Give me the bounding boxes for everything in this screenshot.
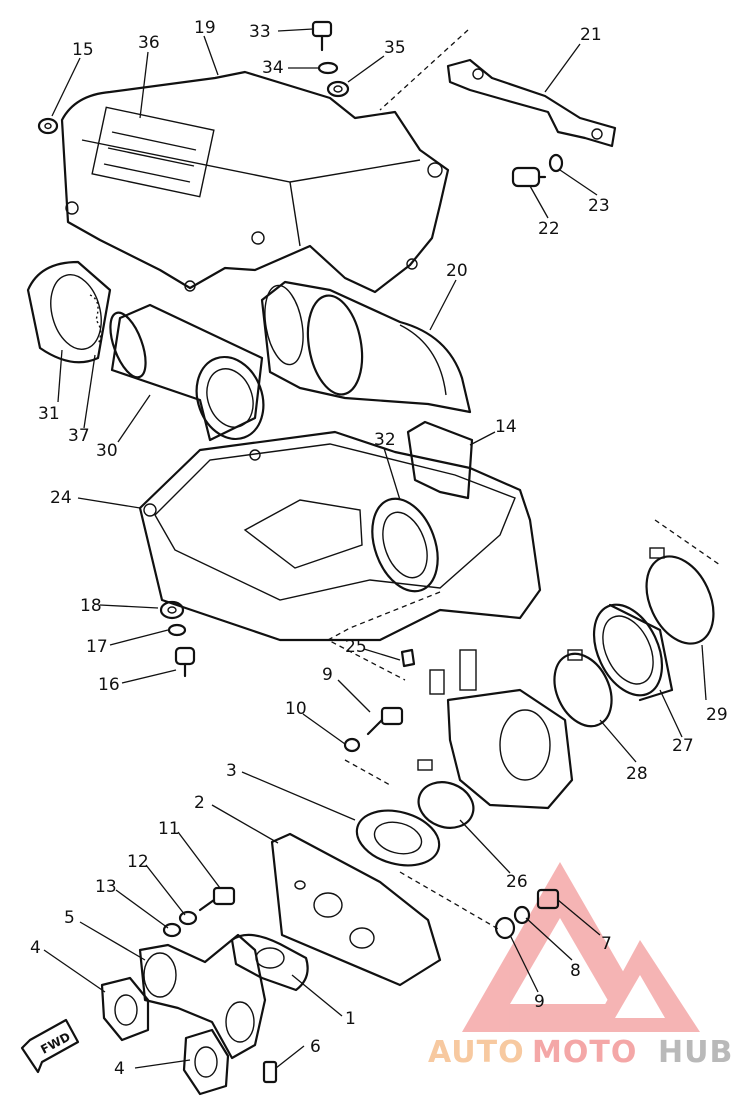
callout-12: 11 <box>158 819 180 839</box>
watermark-triangle-right-inner <box>615 975 665 1018</box>
carburetor <box>429 649 574 810</box>
air-cleaner-cover <box>60 70 450 294</box>
callout-22: 21 <box>580 25 602 45</box>
joint-clamp-band <box>553 547 715 728</box>
joint-screw <box>343 706 404 753</box>
callout-26: 25 <box>345 637 367 657</box>
cover-bracket <box>446 58 617 148</box>
callout-7: 7 <box>601 934 612 954</box>
callout-31: 30 <box>96 441 118 461</box>
callout-4-lower: 4 <box>114 1059 125 1079</box>
callout-29: 28 <box>626 764 648 784</box>
carb-clamp <box>417 759 475 829</box>
callout-16: 15 <box>72 40 94 60</box>
callout-27: 26 <box>506 872 528 892</box>
callout-36: 35 <box>384 38 406 58</box>
callout-25: 24 <box>50 488 72 508</box>
air-cleaner-case <box>138 430 542 642</box>
case-panel <box>406 420 474 500</box>
air-intake-duct <box>260 280 472 414</box>
watermark-word-auto: AUTO <box>428 1035 525 1070</box>
callout-17: 16 <box>98 675 120 695</box>
callout-20: 19 <box>194 18 216 38</box>
cover-bolt-set <box>311 20 350 98</box>
filter-guide <box>26 260 112 364</box>
manifold-gasket <box>230 933 309 992</box>
callout-13: 12 <box>127 852 149 872</box>
callout-2: 2 <box>194 793 205 813</box>
air-filter-element <box>109 303 265 442</box>
watermark-word-hub: HUB <box>658 1035 733 1070</box>
callout-33: 32 <box>374 430 396 450</box>
joint-plate <box>270 832 442 987</box>
callout-3: 3 <box>226 761 237 781</box>
assembly-lines <box>326 29 721 931</box>
callout-21: 20 <box>446 261 468 281</box>
carburetor-joint <box>592 603 674 702</box>
callout-38: 37 <box>68 426 90 446</box>
callout-leaders <box>43 28 707 1069</box>
callout-18: 17 <box>86 637 108 657</box>
callout-10: 9 <box>322 665 333 685</box>
callout-14: 13 <box>95 877 117 897</box>
callout-4-upper: 4 <box>30 938 41 958</box>
callout-1: 1 <box>345 1009 356 1029</box>
breather-clip <box>400 648 416 668</box>
callout-28: 27 <box>672 736 694 756</box>
bracket-bolt <box>511 153 564 188</box>
cover-grommet <box>37 117 59 135</box>
callout-32: 31 <box>38 404 60 424</box>
callout-15: 14 <box>495 417 517 437</box>
callout-19: 18 <box>80 596 102 616</box>
manifold-gasket-a <box>100 976 150 1042</box>
case-joint <box>371 497 439 593</box>
callout-34: 33 <box>249 22 271 42</box>
watermark-word-moto: MOTO <box>532 1035 637 1070</box>
cover-label-plate <box>91 106 215 198</box>
callout-5: 5 <box>64 908 75 928</box>
case-bolt-set <box>159 600 196 678</box>
manifold-bolt-set <box>162 886 236 938</box>
callout-30: 29 <box>706 705 728 725</box>
callout-11: 10 <box>285 699 307 719</box>
manifold-stud <box>262 1060 278 1084</box>
callout-24: 23 <box>588 196 610 216</box>
manifold-gasket-b <box>182 1028 230 1096</box>
intake-joint <box>355 809 441 867</box>
watermark-text: AUTO MOTO HUB <box>428 1035 733 1070</box>
callout-numbers: 15 36 19 33 34 35 21 22 23 20 31 37 30 3… <box>30 18 728 1079</box>
forward-direction-arrow: FWD <box>20 1018 80 1074</box>
callout-37: 36 <box>138 33 160 53</box>
callout-35: 34 <box>262 58 284 78</box>
callout-8: 8 <box>570 961 581 981</box>
callout-9: 9 <box>534 992 545 1012</box>
intake-manifold <box>138 933 267 1060</box>
watermark-logo <box>462 862 700 1032</box>
callout-6: 6 <box>310 1037 321 1057</box>
watermark-triangle-inner <box>510 918 610 1004</box>
callout-23: 22 <box>538 219 560 239</box>
